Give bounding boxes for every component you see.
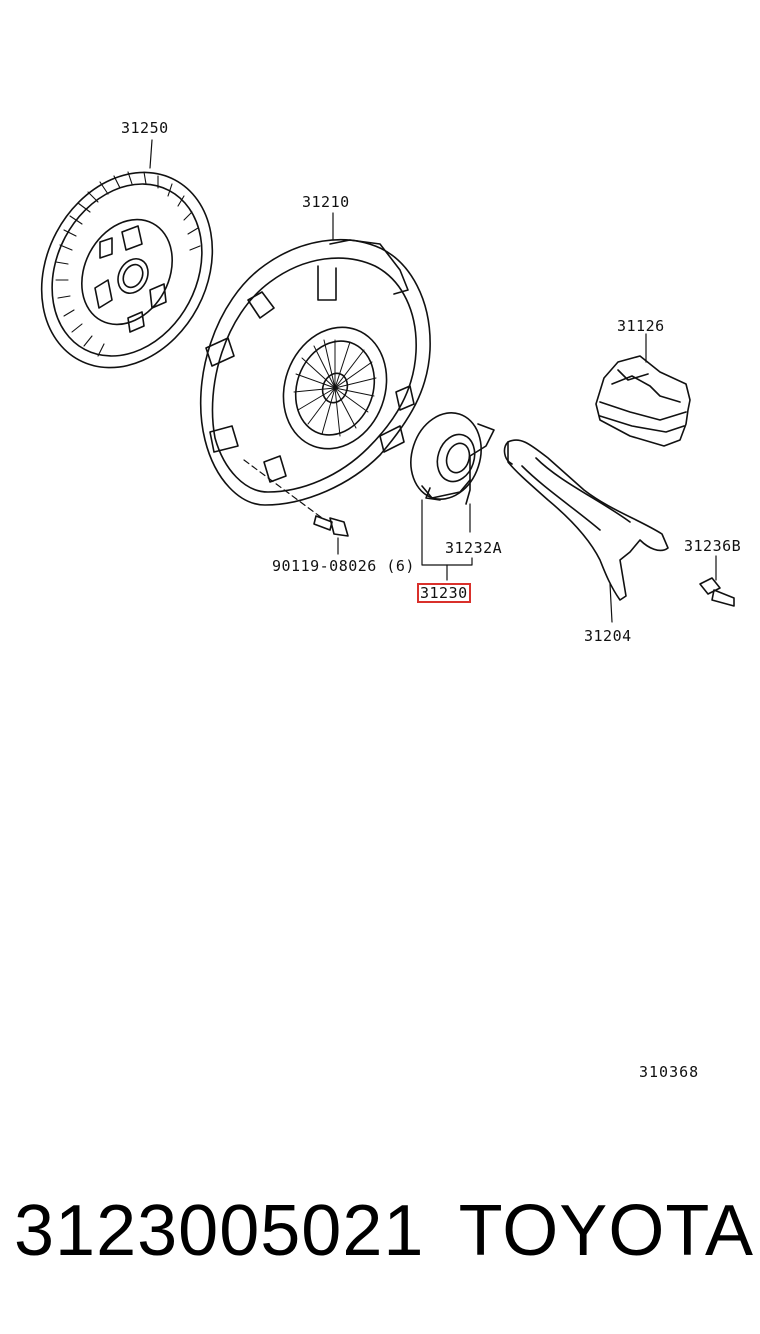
ball-stud-drawing bbox=[699, 555, 735, 607]
label-bearing-clip[interactable]: 31232A bbox=[445, 539, 503, 557]
label-release-bearing[interactable]: 31230 bbox=[417, 583, 471, 603]
label-pressure-plate[interactable]: 31210 bbox=[302, 193, 350, 211]
diagram-code: 310368 bbox=[639, 1063, 700, 1081]
label-clutch-disc[interactable]: 31250 bbox=[121, 119, 169, 137]
bolt-drawing bbox=[313, 515, 349, 555]
brand-name: TOYOTA bbox=[458, 1191, 754, 1271]
clutch-disc-drawing bbox=[40, 139, 214, 369]
boot-drawing bbox=[595, 333, 691, 447]
label-ball-stud[interactable]: 31236B bbox=[684, 537, 742, 555]
label-bolt[interactable]: 90119-08026 (6) bbox=[272, 557, 415, 575]
label-boot[interactable]: 31126 bbox=[617, 317, 665, 335]
release-fork-drawing bbox=[503, 439, 669, 623]
label-release-fork[interactable]: 31204 bbox=[584, 627, 632, 645]
release-bearing-drawing bbox=[410, 412, 495, 581]
footer-caption: 3123005021 TOYOTA bbox=[14, 1190, 754, 1272]
pressure-plate-drawing bbox=[199, 212, 431, 519]
part-number: 3123005021 bbox=[14, 1191, 425, 1271]
